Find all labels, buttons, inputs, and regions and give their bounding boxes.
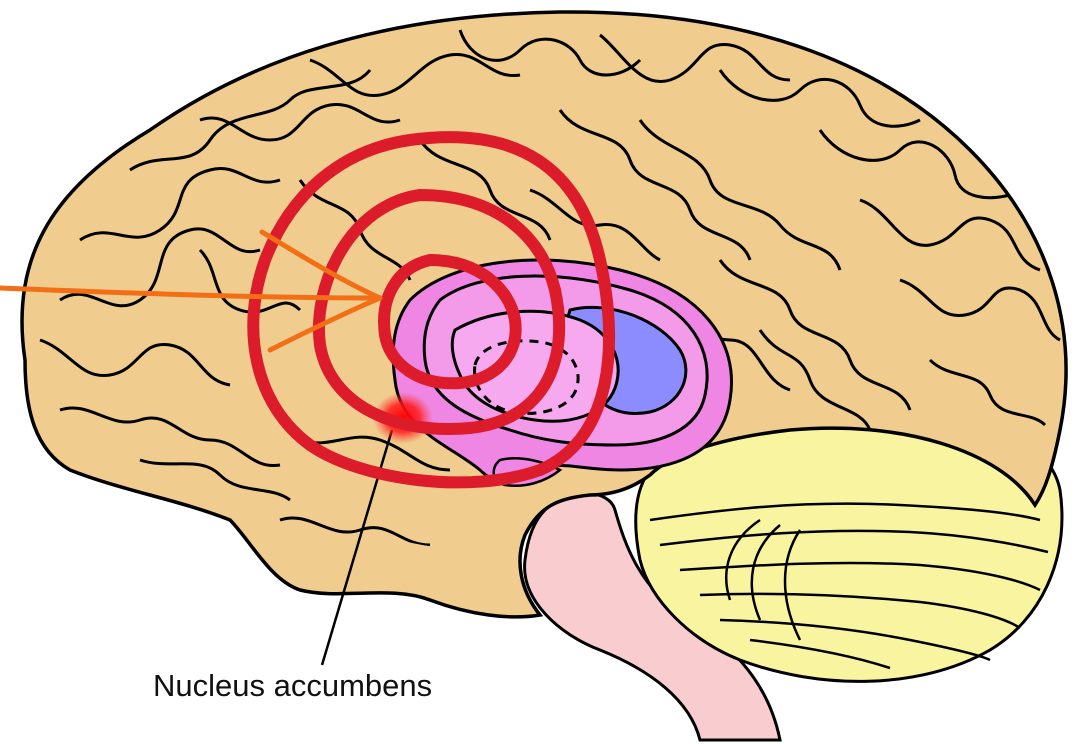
nucleus-accumbens-label: Nucleus accumbens [153, 668, 432, 704]
